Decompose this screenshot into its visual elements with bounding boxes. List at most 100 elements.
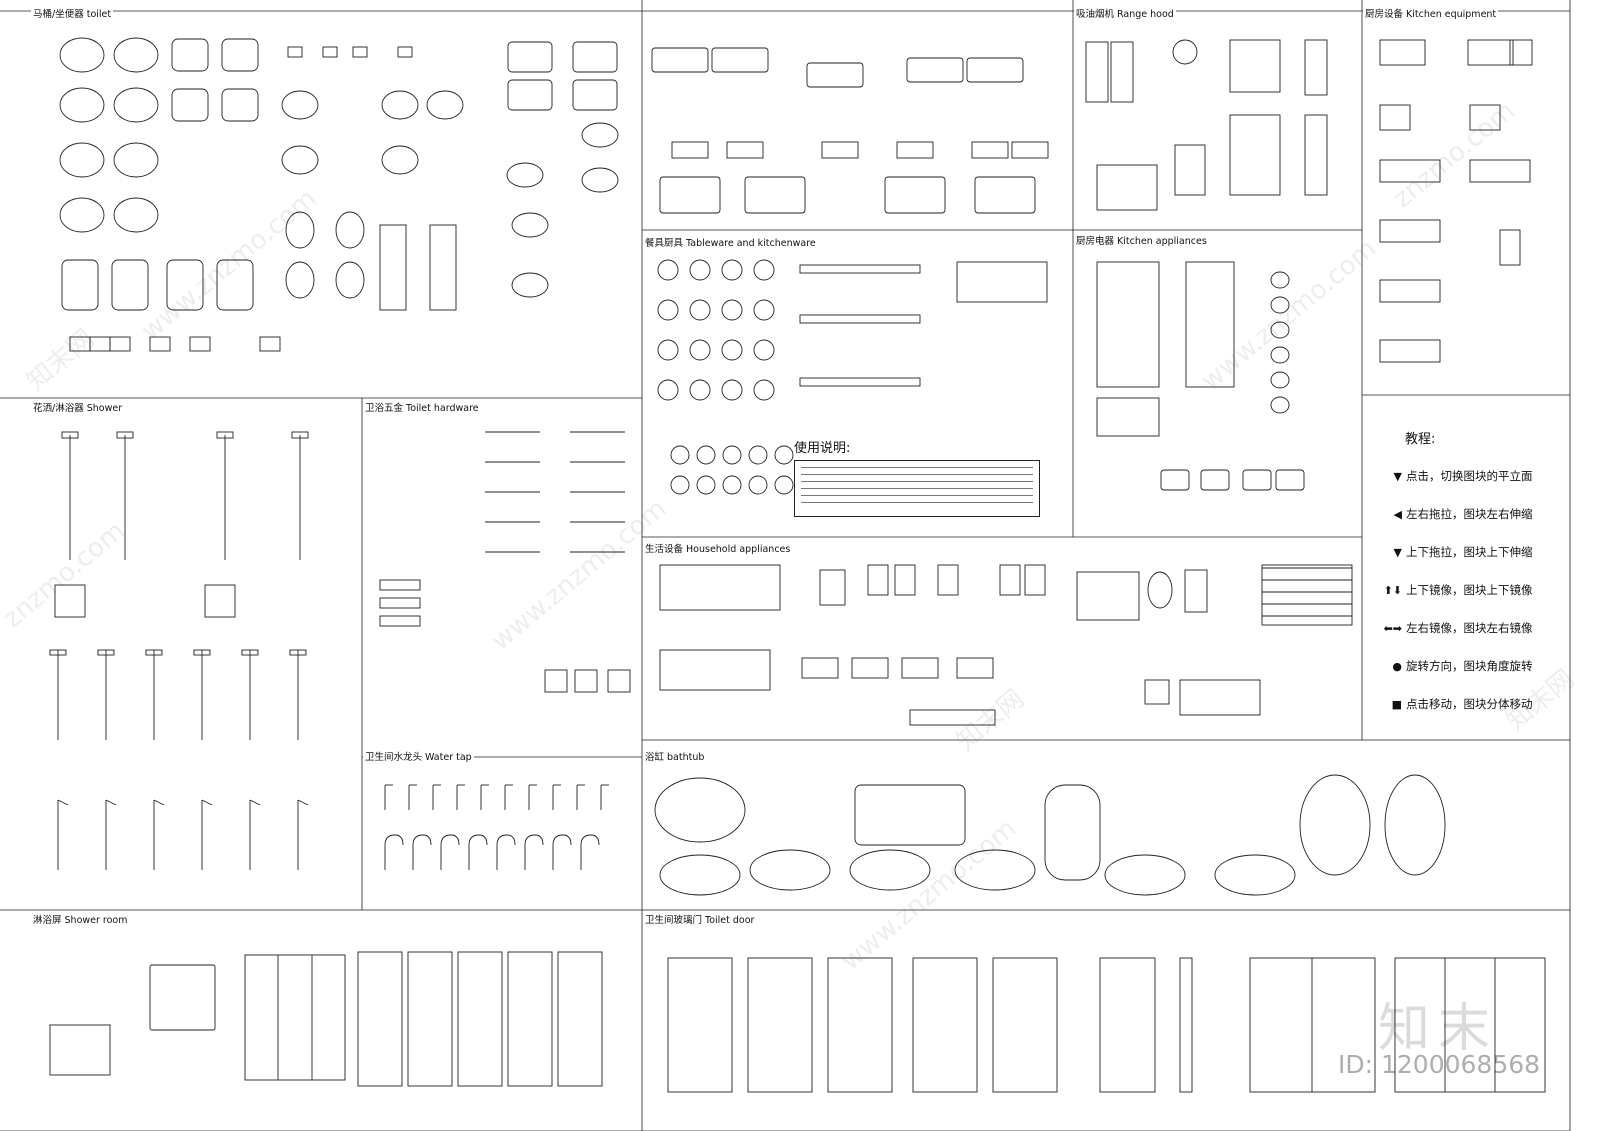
water-tap	[440, 834, 460, 870]
kitchen-sink	[971, 141, 1009, 159]
section-title-toilet-hardware: 卫浴五金 Toilet hardware	[363, 403, 481, 414]
tutorial-item: ⬆⬇上下镜像，图块上下镜像	[1380, 582, 1533, 599]
toilet-door	[912, 957, 978, 1093]
clothes-hanger	[659, 649, 771, 691]
toilet-block	[61, 259, 99, 311]
floor-drain	[149, 336, 171, 352]
flush-button	[287, 46, 303, 58]
range-hood	[1229, 114, 1281, 196]
door-jamb	[1099, 957, 1156, 1093]
tableware-plate	[753, 379, 775, 401]
refrigerator	[1185, 261, 1235, 388]
tutorial-item-text: 旋转方向，图块角度旋转	[1406, 659, 1533, 673]
shower-enclosure	[149, 964, 216, 1031]
heated-towel-rack	[379, 579, 421, 591]
tableware-plate	[721, 299, 743, 321]
bathtub	[1044, 784, 1101, 881]
toilet-block	[426, 90, 464, 120]
built-in-water-dispenser	[1379, 104, 1411, 131]
triangle-left-icon: ◀	[1393, 508, 1402, 521]
tutorial-item: ■点击移动，图块分体移动	[1380, 696, 1533, 713]
electric-water-heater	[1076, 571, 1140, 621]
venetian-blinds	[1261, 564, 1353, 626]
tableware-plate	[657, 259, 679, 281]
tableware-bowl	[774, 475, 794, 495]
shower-head	[145, 649, 163, 656]
household-appliance	[901, 657, 939, 679]
shower-head	[49, 649, 67, 656]
bathtub-faucet	[201, 799, 213, 806]
kitchen-sink	[744, 176, 806, 214]
range-hood	[1229, 39, 1281, 93]
tableware-plate	[721, 259, 743, 281]
tableware-plate	[689, 339, 711, 361]
sliding-door	[1394, 957, 1546, 1093]
toilet-block	[381, 90, 419, 120]
kitchen-sink	[806, 62, 864, 88]
kitchen-sink	[896, 141, 934, 159]
range-hood	[1304, 114, 1328, 196]
toilet-block	[381, 145, 419, 175]
tableware-plate	[689, 299, 711, 321]
arrows-left-right-icon: ⬅➡	[1383, 622, 1402, 635]
toilet-door	[747, 957, 813, 1093]
basin-block	[581, 122, 619, 148]
toilet-block	[113, 142, 159, 178]
toilet-block	[59, 37, 105, 73]
tableware-plate	[657, 379, 679, 401]
toilet-block	[59, 87, 105, 123]
kitchen-sink	[1011, 141, 1049, 159]
kitchen-sink	[974, 176, 1036, 214]
tableware-bowl	[748, 475, 768, 495]
tableware-plate	[689, 379, 711, 401]
toilet-block	[281, 145, 319, 175]
heated-towel-rack	[379, 615, 421, 627]
small-appliance	[894, 564, 916, 596]
kitchen-appliance	[1242, 469, 1272, 491]
tutorial-item-text: 上下镜像，图块上下镜像	[1406, 583, 1533, 597]
basin-block	[507, 79, 553, 111]
tableware-bowl	[670, 475, 690, 495]
section-title-toilet-door: 卫生间玻璃门 Toilet door	[643, 915, 757, 926]
toilet-block	[166, 259, 204, 311]
household-appliance	[851, 657, 889, 679]
section-title-shower-room: 淋浴屏 Shower room	[31, 915, 130, 926]
section-title-water-tap: 卫生间水龙头 Water tap	[363, 752, 474, 763]
bathtub	[1299, 774, 1371, 876]
toilet-block	[216, 259, 254, 311]
shower-head	[216, 431, 234, 439]
small-appliance	[1024, 564, 1046, 596]
bathtub-elevation	[659, 854, 741, 896]
tableware-bowl	[748, 445, 768, 465]
floor-drain	[189, 336, 211, 352]
food-waste-disposer	[1270, 296, 1290, 314]
door-lock	[1179, 957, 1193, 1093]
bathtub-faucet	[57, 799, 69, 806]
kitchen-wall-shelf	[799, 377, 921, 387]
basin-block	[506, 162, 544, 188]
water-tap	[496, 834, 516, 870]
toilet-block	[111, 259, 149, 311]
concealed-cistern	[429, 224, 457, 311]
usage-notes-box	[794, 460, 1040, 517]
tableware-bowl	[696, 475, 716, 495]
small-appliance	[867, 564, 889, 596]
toilet-block	[335, 211, 365, 249]
section-title-kitchen-equipment: 厨房设备 Kitchen equipment	[1363, 9, 1499, 20]
toilet-door	[992, 957, 1058, 1093]
kitchen-appliance	[1275, 469, 1305, 491]
food-waste-disposer	[1270, 396, 1290, 414]
flush-button	[397, 46, 413, 58]
range-hood	[1110, 41, 1134, 103]
tableware-bowl	[774, 445, 794, 465]
basin-block	[572, 79, 618, 111]
food-waste-disposer	[1270, 321, 1290, 339]
tableware-plate	[721, 379, 743, 401]
steam-oven	[1469, 104, 1501, 131]
toilet-block	[113, 87, 159, 123]
toilet-door	[667, 957, 733, 1093]
niche	[607, 669, 631, 693]
hidden-clothes-hanger	[659, 564, 781, 611]
triangle-down-icon: ▼	[1393, 546, 1402, 559]
